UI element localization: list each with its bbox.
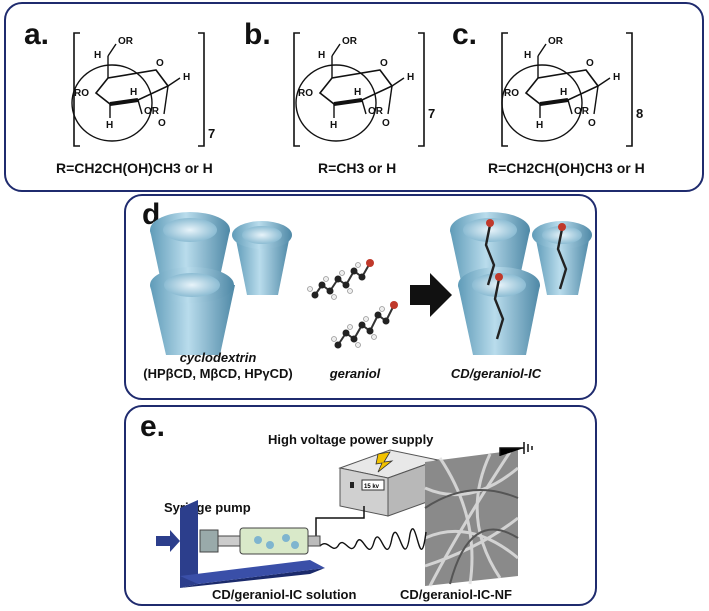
cyclodextrin-label: cyclodextrin: [179, 350, 257, 365]
svg-text:O: O: [158, 118, 166, 129]
geraniol-molecules: [307, 259, 398, 349]
reaction-arrow: [410, 273, 452, 317]
cyclodextrin-cones: [150, 212, 292, 355]
svg-text:OR: OR: [574, 106, 590, 117]
label-e: e.: [140, 410, 166, 443]
ground-icon: [499, 442, 533, 456]
nanofiber-label: CD/geraniol-IC-NF: [400, 587, 512, 602]
panel-cyclodextrin-structures: [4, 2, 704, 192]
svg-text:7: 7: [428, 106, 435, 121]
svg-text:7: 7: [208, 126, 215, 141]
solution-label: CD/geraniol-IC solution: [212, 587, 357, 602]
geraniol-label: geraniol: [329, 366, 381, 381]
r-group-b: R=CH3 or H: [318, 160, 397, 176]
svg-text:H: H: [524, 50, 531, 61]
nanofiber-collector: [424, 450, 519, 587]
cyclodextrin-types: (HPβCD, MβCD, HPγCD): [143, 366, 293, 381]
svg-text:O: O: [156, 58, 164, 69]
label-c: c.: [452, 18, 478, 51]
svg-text:H: H: [106, 120, 113, 131]
methyl-beta-cd-structure: OR H RO O H OR H H O 7: [293, 32, 435, 147]
svg-text:H: H: [330, 120, 337, 131]
svg-text:O: O: [380, 58, 388, 69]
syringe-pump: [180, 500, 325, 588]
svg-text:OR: OR: [118, 36, 134, 47]
svg-text:H: H: [560, 87, 567, 98]
svg-text:O: O: [382, 118, 390, 129]
svg-text:H: H: [318, 50, 325, 61]
svg-text:H: H: [613, 72, 620, 83]
svg-text:OR: OR: [548, 36, 564, 47]
push-arrow: [156, 530, 180, 552]
svg-text:H: H: [130, 87, 137, 98]
polymer-jet: [319, 528, 427, 551]
svg-text:H: H: [354, 87, 361, 98]
svg-text:RO: RO: [74, 88, 89, 99]
hp-gamma-cd-structure: OR H RO O H OR H H O 8: [501, 32, 643, 147]
svg-text:H: H: [536, 120, 543, 131]
svg-text:8: 8: [636, 106, 643, 121]
svg-text:OR: OR: [342, 36, 358, 47]
r-group-a: R=CH2CH(OH)CH3 or H: [56, 160, 213, 176]
svg-text:RO: RO: [298, 88, 313, 99]
svg-text:OR: OR: [144, 106, 160, 117]
svg-text:H: H: [407, 72, 414, 83]
svg-text:H: H: [94, 50, 101, 61]
power-supply-box: 15 kv: [338, 449, 440, 517]
r-group-c: R=CH2CH(OH)CH3 or H: [488, 160, 645, 176]
electrospinning-setup: 15 kv: [156, 442, 533, 588]
power-supply-label: High voltage power supply: [268, 432, 434, 447]
svg-text:O: O: [586, 58, 594, 69]
svg-text:OR: OR: [368, 106, 384, 117]
svg-text:15 kv: 15 kv: [364, 484, 380, 490]
svg-text:O: O: [588, 118, 596, 129]
label-a: a.: [24, 18, 50, 51]
hp-beta-cd-structure: OR H RO O H OR H H O 7: [71, 32, 215, 147]
inclusion-complex-illustration: [150, 212, 592, 355]
label-b: b.: [244, 18, 271, 51]
complex-cones: [450, 212, 592, 355]
svg-text:H: H: [183, 72, 190, 83]
svg-text:RO: RO: [504, 88, 519, 99]
complex-label: CD/geraniol-IC: [450, 366, 542, 381]
